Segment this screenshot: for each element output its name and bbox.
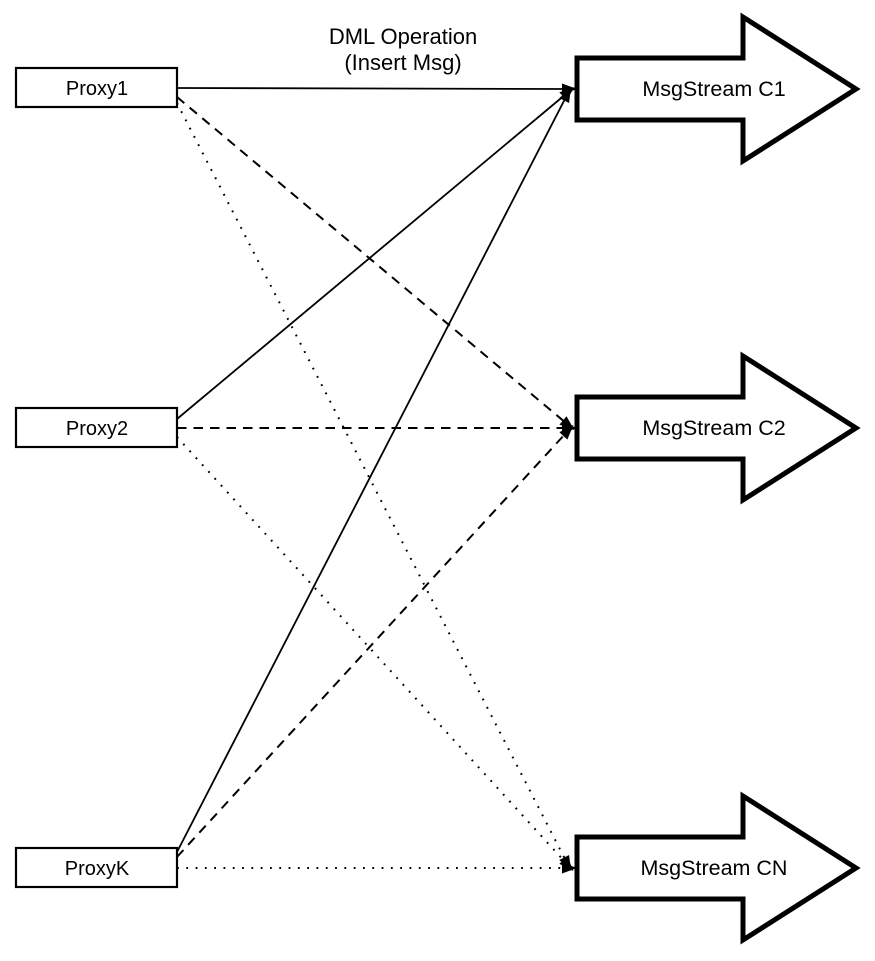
msgstream-cn-arrow-shape <box>574 791 861 945</box>
msgstream-cn-label: MsgStream CN <box>641 856 788 880</box>
node-msgstream-c1: MsgStream C1 <box>574 12 861 166</box>
node-proxy1: Proxy1 <box>14 66 179 109</box>
edge-proxyk-msgstream-c2 <box>176 424 574 858</box>
proxy2-box <box>14 406 179 449</box>
node-proxyk: ProxyK <box>14 846 179 889</box>
edge-proxy1-msgstream-cn <box>176 102 572 871</box>
edge-proxy1-msgstream-c2 <box>176 96 575 431</box>
edge-proxy2-msgstream-cn <box>176 436 574 872</box>
diagram-title-line1: DML Operation <box>329 24 477 49</box>
proxy1-box <box>14 66 179 109</box>
node-proxy2: Proxy2 <box>14 406 179 449</box>
proxy2-label: Proxy2 <box>66 418 128 440</box>
diagram-title-line2: (Insert Msg) <box>344 50 461 75</box>
proxy1-label: Proxy1 <box>66 78 128 100</box>
edge-proxy1-msgstream-c1 <box>176 83 577 95</box>
proxyk-box <box>14 846 179 889</box>
edge-proxyk-msgstream-c1 <box>176 87 572 853</box>
msgstream-c2-label: MsgStream C2 <box>642 416 785 440</box>
msgstream-c1-label: MsgStream C1 <box>642 77 785 101</box>
proxyk-label: ProxyK <box>65 858 130 880</box>
msgstream-c1-arrow-shape <box>574 12 861 166</box>
node-msgstream-c2: MsgStream C2 <box>574 351 861 505</box>
node-msgstream-cn: MsgStream CN <box>574 791 861 945</box>
msgstream-c2-arrow-shape <box>574 351 861 505</box>
edge-proxy2-msgstream-c1 <box>176 86 575 420</box>
